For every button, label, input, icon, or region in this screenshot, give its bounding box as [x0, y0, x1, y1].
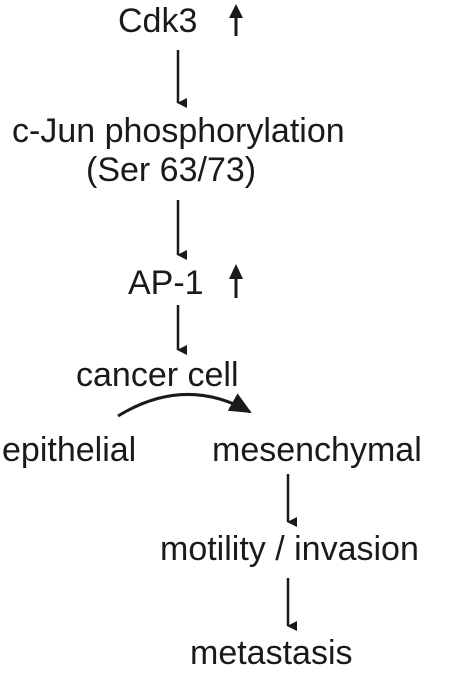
cjun-phosphorylation-label: c-Jun phosphorylation [12, 112, 345, 150]
motility-invasion-label: motility / invasion [160, 530, 419, 568]
ap1-label: AP-1 [128, 264, 204, 302]
cdk3-up-arrow-icon [229, 4, 243, 36]
epithelial-to-mesenchymal-curved-arrow [117, 392, 252, 418]
mesenchymal-label: mesenchymal [212, 431, 422, 469]
epithelial-label: epithelial [2, 431, 136, 469]
metastasis-label: metastasis [190, 634, 353, 672]
cjun-serine-sites-label: (Ser 63/73) [86, 151, 256, 189]
cdk3-label: Cdk3 [118, 2, 197, 40]
cancer-cell-label: cancer cell [76, 356, 239, 394]
ap1-up-arrow-icon [229, 264, 243, 298]
